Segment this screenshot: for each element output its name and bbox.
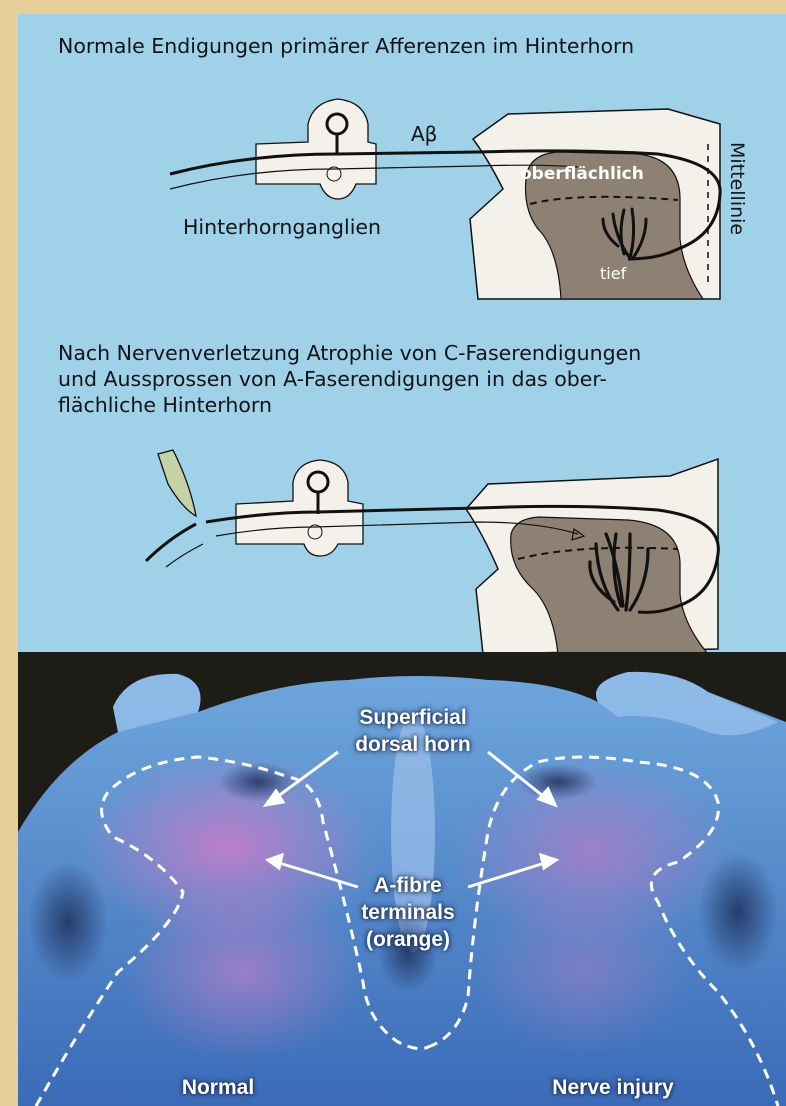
superficial-line-2: dorsal horn xyxy=(318,731,508,758)
ganglion-body-2 xyxy=(236,460,363,556)
normal-label: Normal xyxy=(158,1074,278,1101)
scalpel-icon xyxy=(158,450,196,516)
superficial-line-1: Superficial xyxy=(318,704,508,731)
terminals-line-1: A-fibre xyxy=(338,872,478,899)
a-fibre-terminals-label: A-fibre terminals (orange) xyxy=(338,872,478,953)
terminals-line-3: (orange) xyxy=(338,926,478,953)
figure-panel: Normale Endigungen primärer Afferenzen i… xyxy=(18,14,786,1106)
bottom-diagram xyxy=(18,14,786,654)
nerve-injury-label: Nerve injury xyxy=(513,1074,713,1101)
terminals-line-2: terminals xyxy=(338,899,478,926)
superficial-dorsal-horn-label: Superficial dorsal horn xyxy=(318,704,508,758)
